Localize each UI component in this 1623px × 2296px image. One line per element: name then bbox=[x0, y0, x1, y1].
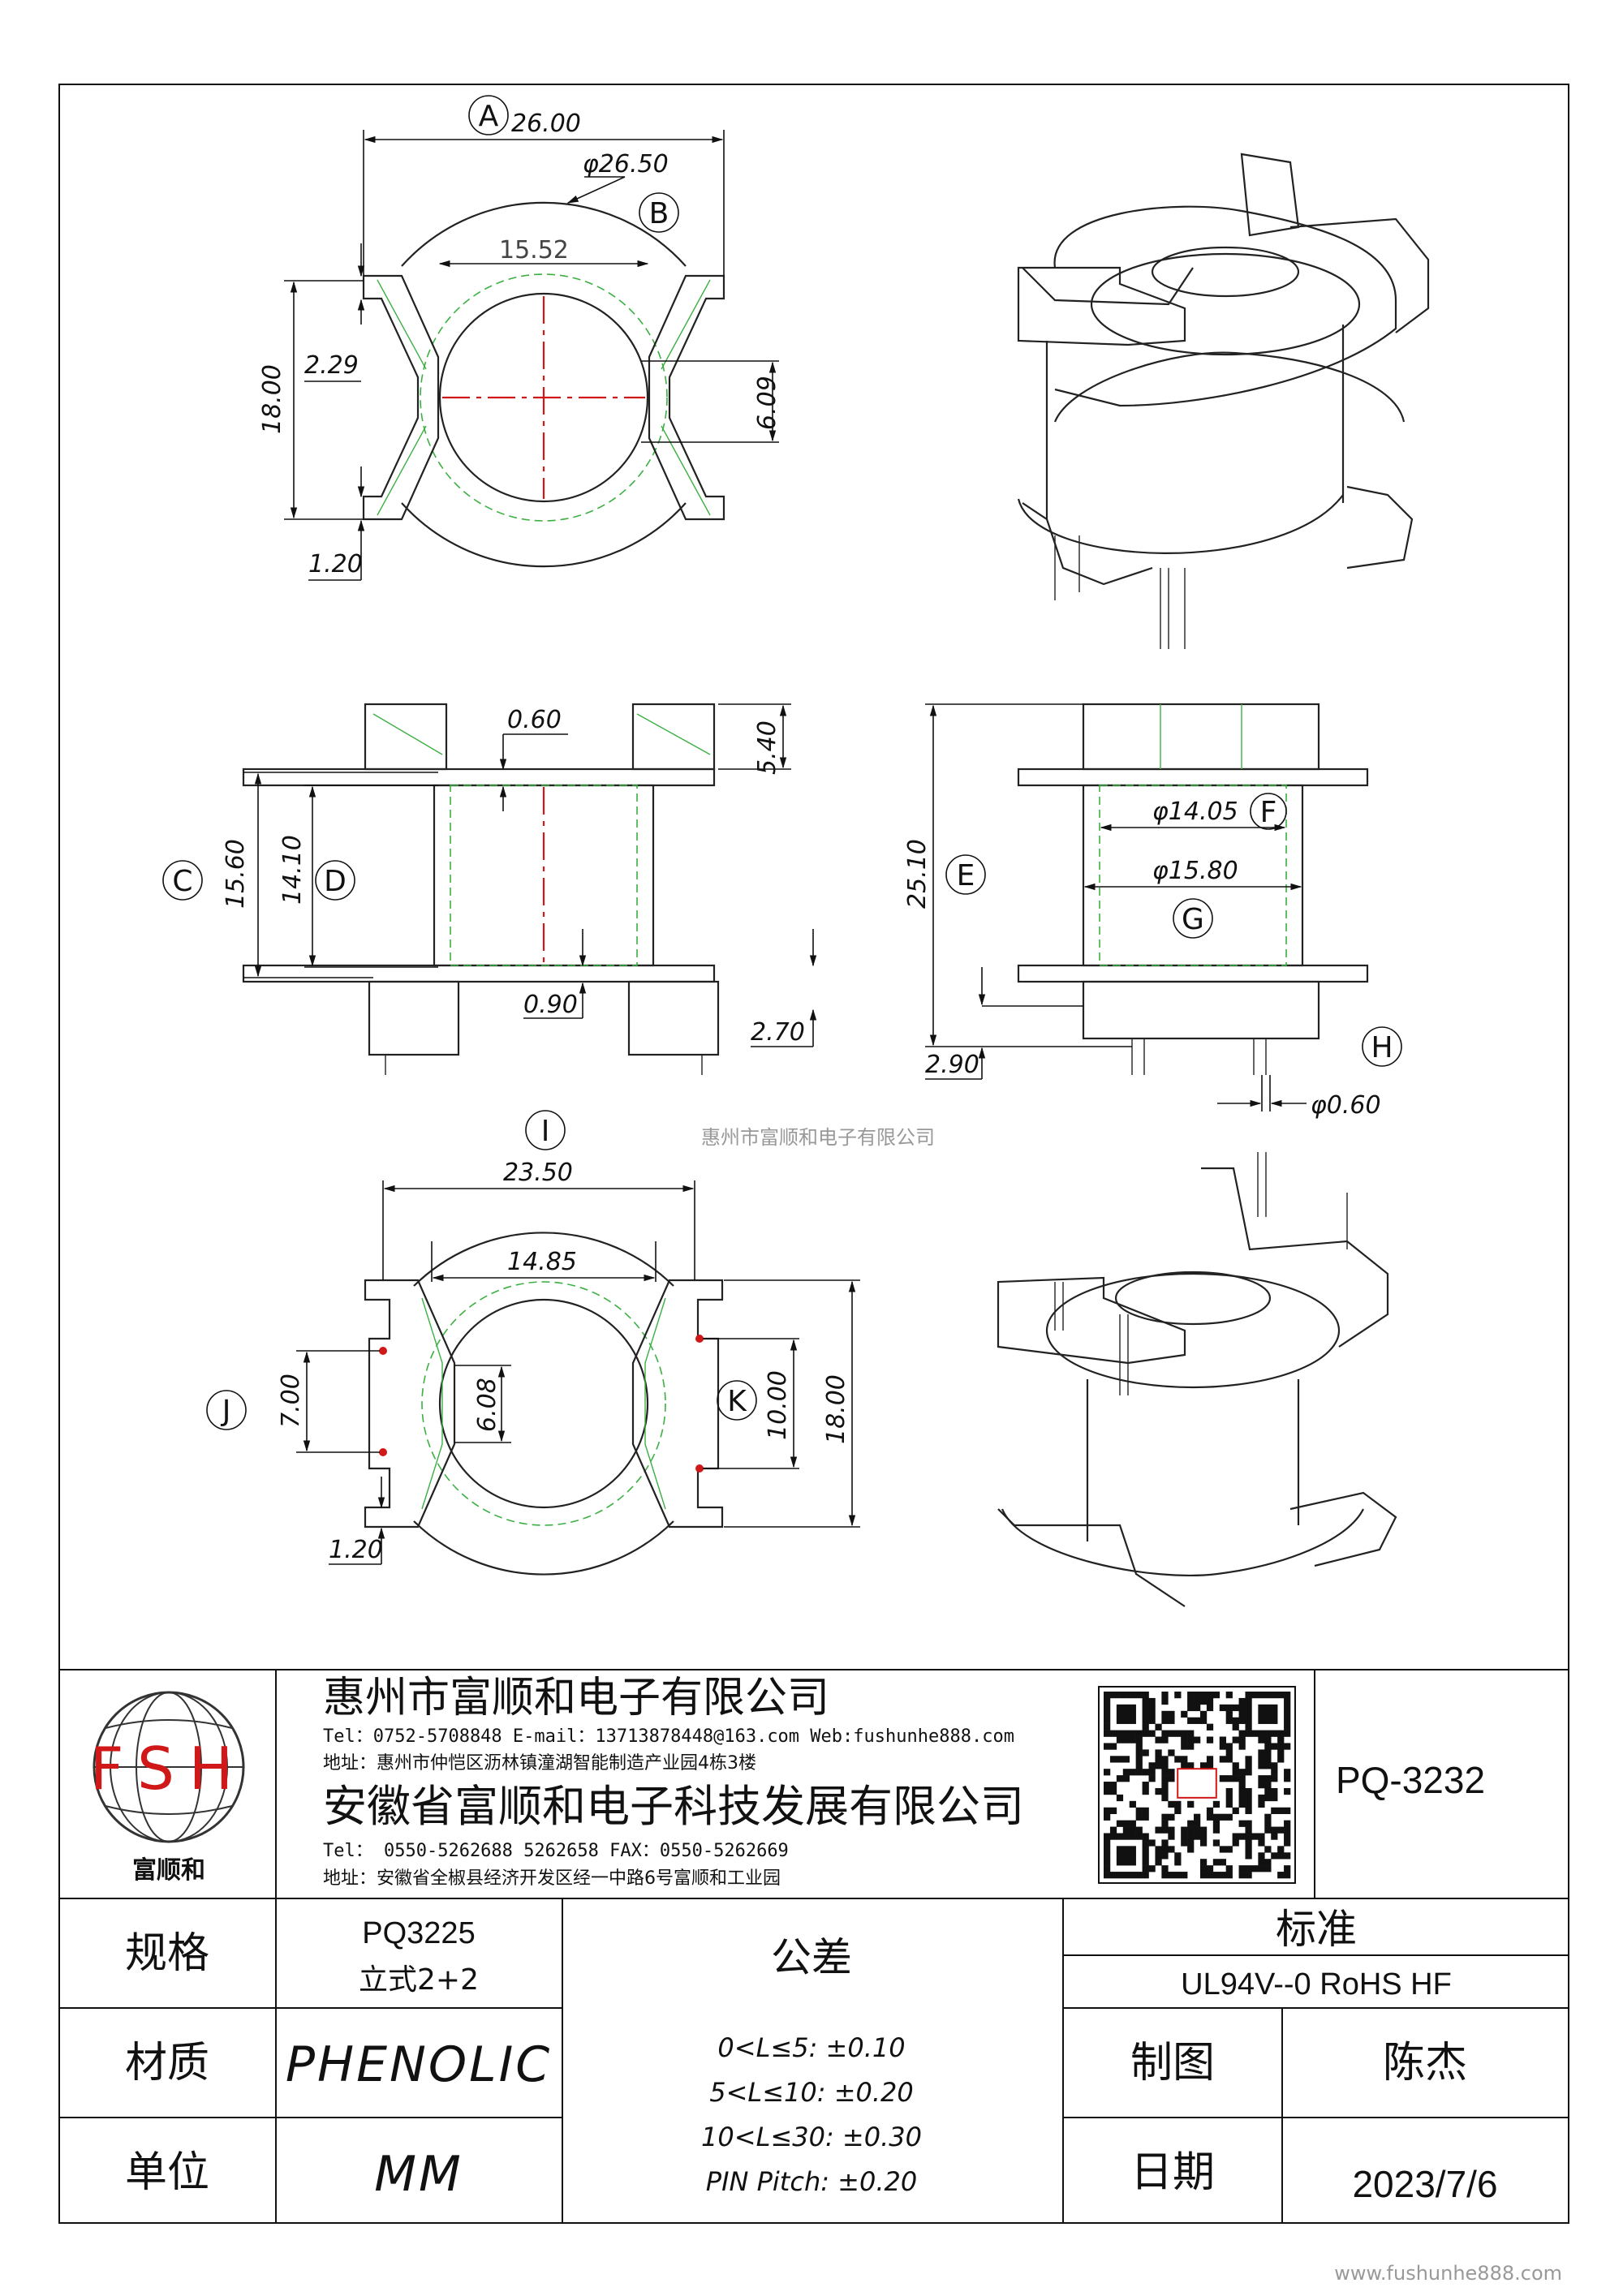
tolerance-row-3: 10<L≤30: ±0.30 bbox=[701, 2122, 922, 2152]
material-value: PHENOLIC bbox=[286, 2036, 552, 2093]
dim-top-height: 18.00 bbox=[258, 364, 286, 434]
date-label: 日期 bbox=[1130, 2148, 1215, 2197]
company-address-anhui: 地址：安徽省全椒县经济开发区经一中路6号富顺和工业园 bbox=[323, 1868, 781, 1889]
bubble-i: I bbox=[541, 1115, 550, 1148]
bubble-j: J bbox=[221, 1395, 231, 1428]
bubble-k: K bbox=[727, 1385, 747, 1418]
dim-flange: 0.60 bbox=[507, 706, 562, 734]
company-contact-anhui: Tel： 0550-5262688 5262658 FAX：0550-52626… bbox=[323, 1841, 789, 1861]
dim-g: φ15.80 bbox=[1152, 857, 1238, 885]
watermark-center: 惠州市富顺和电子有限公司 bbox=[701, 1126, 935, 1149]
standard-label: 标准 bbox=[1276, 1906, 1357, 1953]
dim-e: 25.10 bbox=[903, 839, 932, 909]
isometric-view-bottom bbox=[997, 1152, 1397, 1607]
top-view bbox=[284, 95, 779, 581]
bubble-g: G bbox=[1182, 903, 1204, 936]
qr-code bbox=[1098, 1686, 1296, 1884]
bubble-b: B bbox=[649, 197, 669, 230]
dim-k: 10.00 bbox=[764, 1370, 792, 1440]
side-view bbox=[925, 703, 1402, 1111]
part-number: PQ-3232 bbox=[1336, 1759, 1485, 1801]
dim-bottom-tab: 1.20 bbox=[329, 1536, 383, 1564]
bubble-c: C bbox=[172, 865, 192, 898]
bubble-h: H bbox=[1371, 1031, 1393, 1064]
bubble-f: F bbox=[1260, 796, 1277, 829]
dim-d: 14.10 bbox=[278, 835, 307, 905]
dim-c: 15.60 bbox=[222, 839, 250, 909]
drawing-border bbox=[58, 84, 1569, 2224]
spec-model: PQ3225 bbox=[362, 1916, 475, 1950]
fsh-logo bbox=[93, 1691, 245, 1843]
bubble-a: A bbox=[479, 100, 499, 133]
tolerance-row-4: PIN Pitch: ±0.20 bbox=[706, 2166, 917, 2197]
front-view bbox=[162, 703, 817, 1075]
standard-value: UL94V--0 RoHS HF bbox=[1181, 1967, 1452, 2001]
dim-slot: 2.29 bbox=[304, 351, 359, 380]
dim-pin-off: 2.90 bbox=[925, 1051, 979, 1079]
tolerance-row-1: 0<L≤5: ±0.10 bbox=[717, 2032, 905, 2063]
drawn-by: 陈杰 bbox=[1383, 2039, 1467, 2087]
watermark-footer: www.fushunhe888.com bbox=[1334, 2262, 1562, 2285]
company-contact-huizhou: Tel：0752-5708848 E-mail：13713878448@163.… bbox=[323, 1726, 1014, 1747]
company-address-huizhou: 地址：惠州市仲恺区沥林镇潼湖智能制造产业园4栋3楼 bbox=[323, 1753, 756, 1774]
company-name-anhui: 安徽省富顺和电子科技发展有限公司 bbox=[323, 1781, 1024, 1832]
isometric-view-top bbox=[1017, 153, 1430, 649]
dim-pin-len: 2.70 bbox=[751, 1018, 805, 1047]
bottom-view bbox=[206, 1110, 860, 1576]
dim-top-h: 5.40 bbox=[753, 720, 781, 775]
dim-b: φ26.50 bbox=[583, 150, 669, 178]
logo-caption: 富顺和 bbox=[132, 1856, 205, 1885]
dim-top-tab: 1.20 bbox=[308, 550, 363, 578]
dim-i: 23.50 bbox=[503, 1159, 573, 1187]
dim-bottom-inner: 14.85 bbox=[507, 1248, 577, 1276]
dim-bottom-h: 18.00 bbox=[822, 1374, 850, 1444]
material-label: 材质 bbox=[125, 2039, 209, 2087]
drawn-label: 制图 bbox=[1130, 2039, 1215, 2087]
tolerance-row-2: 5<L≤10: ±0.20 bbox=[709, 2077, 914, 2108]
dim-top-gap: 6.09 bbox=[753, 376, 781, 430]
dim-f: φ14.05 bbox=[1152, 798, 1238, 826]
tolerance-label: 公差 bbox=[771, 1934, 852, 1981]
bubble-e: E bbox=[957, 859, 975, 892]
unit-label: 单位 bbox=[125, 2148, 209, 2197]
dim-bottom-gap: 6.08 bbox=[473, 1378, 502, 1432]
spec-label: 规格 bbox=[125, 1929, 209, 1978]
dim-wall: 0.90 bbox=[523, 991, 578, 1019]
dim-a: 26.00 bbox=[511, 110, 581, 138]
title-block bbox=[59, 1669, 1569, 2223]
logo-letters: FSH bbox=[90, 1735, 248, 1803]
dim-pin-dia: φ0.60 bbox=[1311, 1091, 1381, 1120]
company-name-huizhou: 惠州市富顺和电子有限公司 bbox=[323, 1674, 829, 1722]
dim-top-inner: 15.52 bbox=[499, 236, 569, 264]
bubble-d: D bbox=[324, 865, 347, 898]
date-value: 2023/7/6 bbox=[1352, 2163, 1497, 2205]
spec-type: 立式2+2 bbox=[359, 1963, 479, 1997]
unit-value: MM bbox=[374, 2146, 463, 2203]
dim-j: 7.00 bbox=[277, 1374, 305, 1428]
